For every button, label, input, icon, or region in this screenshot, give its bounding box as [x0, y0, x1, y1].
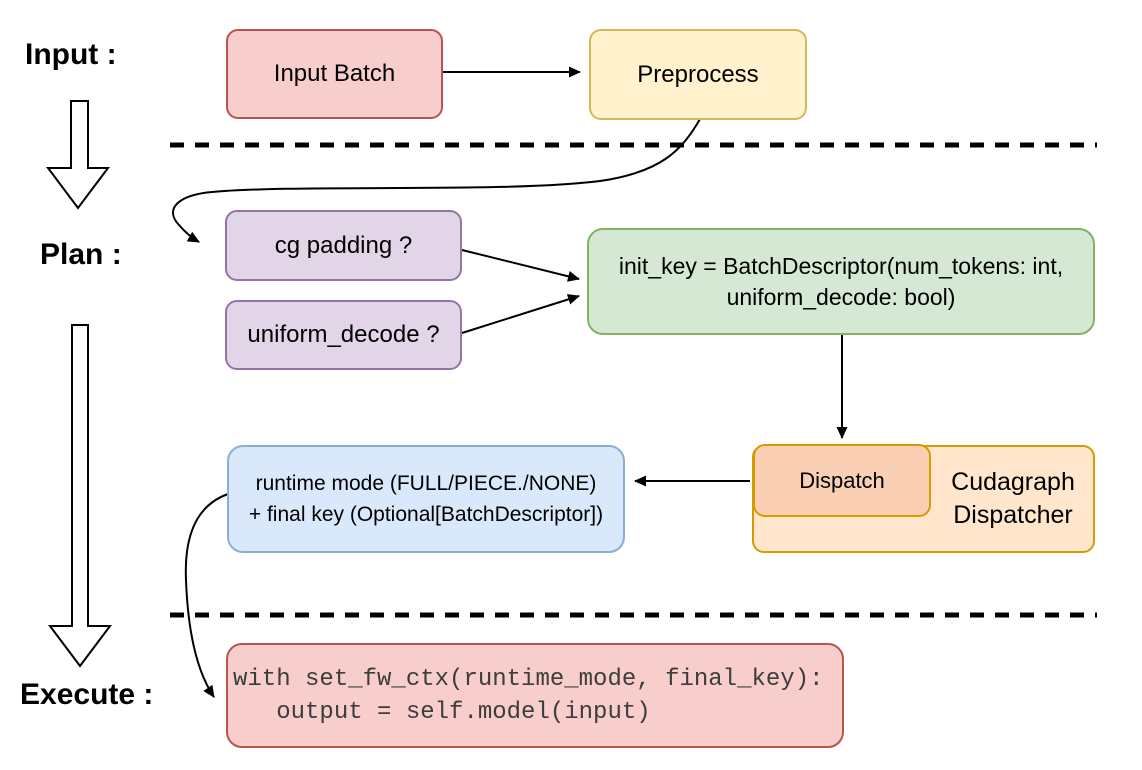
node-dispatch: Dispatch [753, 444, 931, 517]
cudagraph-dispatcher-line2: Dispatcher [953, 501, 1073, 529]
node-runtime-line1: runtime mode (FULL/PIECE./NONE) [255, 472, 597, 495]
node-dispatch-label: Dispatch [799, 467, 885, 493]
node-init-key-line1: init_key = BatchDescriptor(num_tokens: i… [618, 252, 1064, 279]
connector-cgpadding-initkey [461, 249, 580, 282]
connector-runtime-executecode [184, 493, 229, 698]
node-runtime-line2: + final key (Optional[BatchDescriptor]) [248, 503, 604, 526]
hollow-arrow-input-to-plan [46, 100, 110, 210]
node-init-key: init_key = BatchDescriptor(num_tokens: i… [587, 228, 1095, 335]
cudagraph-dispatcher-line1: Cudagraph [951, 468, 1075, 496]
connector-uniformdecode-initkey [461, 294, 580, 334]
section-label-plan: Plan : [40, 238, 122, 271]
node-preprocess-label: Preprocess [637, 60, 759, 88]
node-cg-padding: cg padding ? [225, 210, 462, 281]
node-uniform-decode-label: uniform_decode ? [247, 321, 440, 348]
section-label-execute: Execute : [20, 678, 154, 711]
node-init-key-line2: uniform_decode: bool) [726, 283, 956, 310]
node-preprocess: Preprocess [589, 29, 807, 120]
node-cg-padding-label: cg padding ? [274, 231, 413, 259]
execute-code-text: with set_fw_ctx(runtime_mode, final_key)… [233, 665, 824, 726]
cudagraph-dispatcher-caption: Cudagraph Dispatcher [931, 445, 1095, 553]
hollow-arrow-plan-to-execute [48, 324, 112, 668]
node-execute-code: with set_fw_ctx(runtime_mode, final_key)… [226, 643, 844, 748]
node-uniform-decode: uniform_decode ? [225, 300, 462, 370]
node-input-batch: Input Batch [226, 29, 443, 119]
section-label-input: Input : [25, 38, 117, 71]
node-input-batch-label: Input Batch [273, 60, 396, 87]
node-runtime-result: runtime mode (FULL/PIECE./NONE) + final … [227, 445, 625, 553]
